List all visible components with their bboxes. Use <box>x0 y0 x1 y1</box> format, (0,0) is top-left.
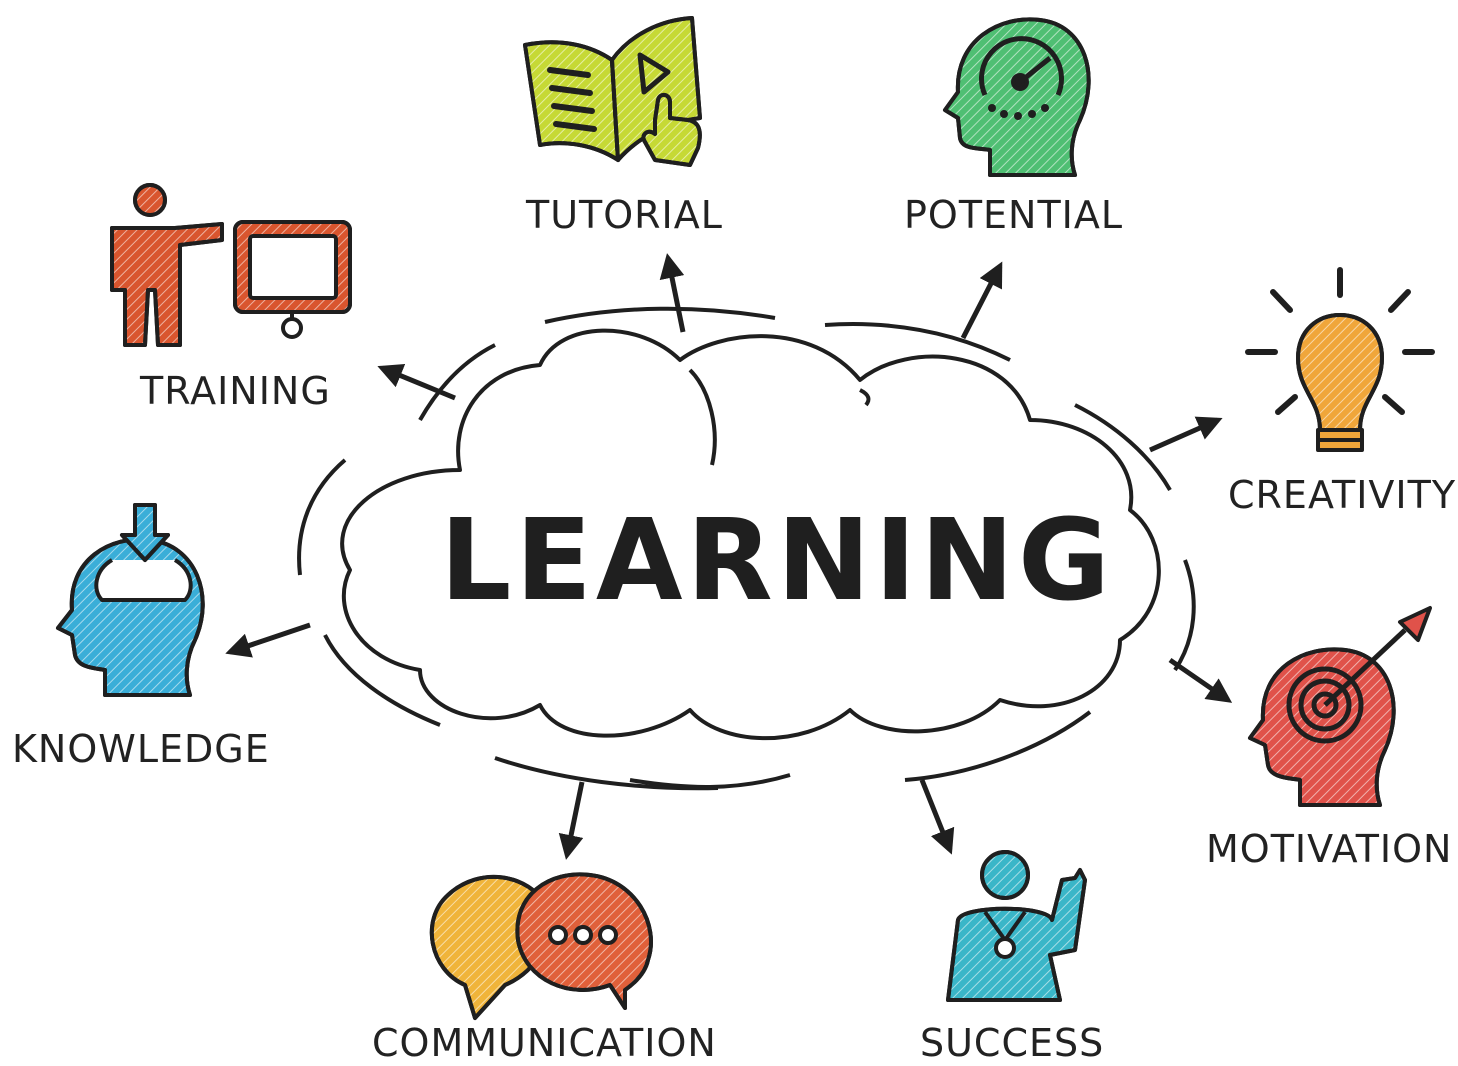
arrow-potential <box>960 261 1003 340</box>
label-training: TRAINING <box>140 369 331 413</box>
label-tutorial: TUTORIAL <box>526 193 723 237</box>
presenter-board-icon <box>110 183 352 347</box>
speech-bubbles-icon <box>429 872 653 1020</box>
connector-arrows <box>225 253 1233 860</box>
arrow-creativity <box>1148 416 1223 453</box>
head-download-icon <box>56 503 205 697</box>
head-gauge-icon <box>943 17 1091 177</box>
head-target-icon <box>1248 606 1432 807</box>
arrow-tutorial <box>659 253 686 333</box>
arrow-training <box>377 364 456 401</box>
label-motivation: MOTIVATION <box>1206 827 1453 871</box>
label-potential: POTENTIAL <box>904 193 1124 237</box>
arrow-success <box>919 779 955 855</box>
arrow-motivation <box>1168 657 1233 703</box>
lightbulb-icon <box>1245 267 1435 452</box>
book-tutorial-icon <box>523 16 702 167</box>
person-medal-icon <box>946 850 1087 1002</box>
arrow-knowledge <box>225 622 311 658</box>
label-communication: COMMUNICATION <box>372 1021 717 1065</box>
center-title: LEARNING <box>440 496 1114 626</box>
label-knowledge: KNOWLEDGE <box>12 727 270 771</box>
label-creativity: CREATIVITY <box>1228 473 1457 517</box>
label-success: SUCCESS <box>920 1021 1105 1065</box>
central-cloud <box>297 306 1196 791</box>
arrow-communication <box>558 781 585 860</box>
